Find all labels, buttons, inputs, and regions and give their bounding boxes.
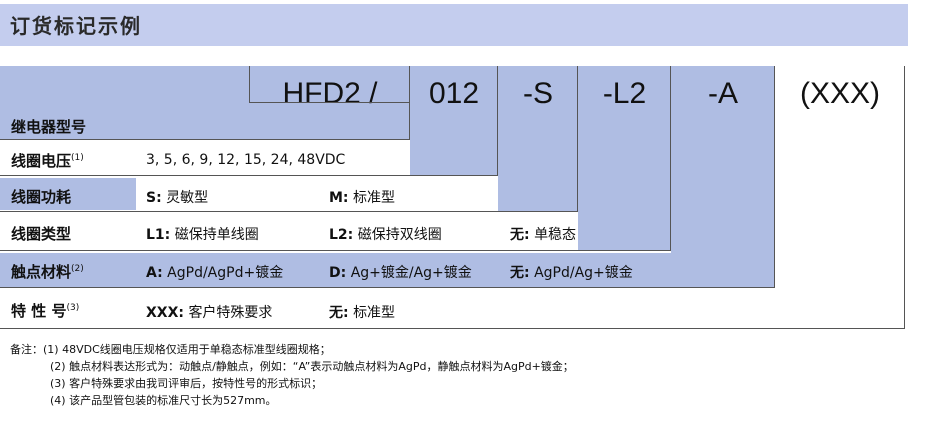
block-voltage xyxy=(410,66,498,175)
divider xyxy=(249,66,250,103)
row-label-coil-power: 线圈功耗 xyxy=(11,188,72,206)
divider xyxy=(497,66,498,175)
footnote-mark: (3) xyxy=(66,303,80,313)
option-value: 标准型 xyxy=(353,305,396,321)
code-voltage: 012 xyxy=(428,77,480,110)
page-title: 订货标记示例 xyxy=(10,14,142,38)
coil-type-option-l1: L1: 磁保持单线圈 xyxy=(146,224,259,244)
option-value: 灵敏型 xyxy=(166,190,209,206)
coil-type-option-l2: L2: 磁保持双线圈 xyxy=(329,224,442,244)
title-bar: 订货标记示例 xyxy=(0,4,908,46)
row-label-contact-material: 触点材料(2) xyxy=(11,261,84,282)
row-label-model: 继电器型号 xyxy=(11,118,87,136)
label-text: 触点材料 xyxy=(11,263,72,281)
label-text: 线圈电压 xyxy=(11,152,72,170)
row-label-special: 特 性 号(3) xyxy=(11,300,79,321)
divider xyxy=(0,175,498,176)
code-l2: -L2 xyxy=(602,77,647,110)
coil-power-option-m: M: 标准型 xyxy=(329,187,395,207)
option-value: 单稳态 xyxy=(534,227,577,243)
note-text: (1) 48VDC线圈电压规格仅适用于单稳态标准型线圈规格； xyxy=(43,343,331,356)
option-key: 无: xyxy=(329,305,349,321)
note-3: (3) 客户特殊要求由我司评审后，按特性号的形式标识； xyxy=(50,377,323,390)
footnote-mark: (1) xyxy=(71,153,84,163)
block-label-material xyxy=(0,253,671,287)
code-a: -A xyxy=(708,77,738,110)
code-base: HFD2 / xyxy=(282,77,378,110)
option-key: A: xyxy=(146,265,163,281)
divider xyxy=(670,66,671,250)
divider xyxy=(249,102,410,103)
footnote-mark: (2) xyxy=(71,264,84,274)
note-4: (4) 该产品型管包装的标准尺寸长为527mm。 xyxy=(50,394,277,407)
special-option-xxx: XXX: 客户特殊要求 xyxy=(146,302,272,322)
note-2: (2) 触点材料表达形式为：动触点/静触点，例如：“A”表示动触点材料为AgPd… xyxy=(50,360,574,373)
coil-type-option-none: 无: 单稳态 xyxy=(510,224,576,244)
divider xyxy=(0,211,578,212)
option-key: L1: xyxy=(146,227,171,243)
option-value: AgPd/Ag+镀金 xyxy=(534,265,633,281)
option-key: D: xyxy=(329,265,347,281)
option-value: AgPd/AgPd+镀金 xyxy=(167,265,284,281)
divider xyxy=(0,328,905,329)
label-text: 特 性 号 xyxy=(11,302,67,320)
note-1: 备注：(1) 48VDC线圈电压规格仅适用于单稳态标准型线圈规格； xyxy=(10,341,574,358)
divider xyxy=(904,66,905,328)
block-s xyxy=(498,66,578,211)
option-key: L2: xyxy=(329,227,354,243)
block-l2 xyxy=(578,66,671,250)
row-label-coil-type: 线圈类型 xyxy=(11,225,72,243)
divider xyxy=(0,139,410,140)
coil-voltage-values: 3, 5, 6, 9, 12, 15, 24, 48VDC xyxy=(146,152,346,168)
divider xyxy=(0,287,775,288)
option-value: 磁保持单线圈 xyxy=(174,227,259,243)
contact-material-option-none: 无: AgPd/Ag+镀金 xyxy=(510,262,633,282)
option-value: 磁保持双线圈 xyxy=(357,227,442,243)
row-label-coil-voltage: 线圈电压(1) xyxy=(11,150,84,171)
contact-material-option-a: A: AgPd/AgPd+镀金 xyxy=(146,262,283,282)
block-a xyxy=(671,66,775,287)
divider xyxy=(577,66,578,211)
special-option-none: 无: 标准型 xyxy=(329,302,395,322)
option-key: 无: xyxy=(510,227,530,243)
block-label-power xyxy=(0,178,136,210)
notes: 备注：(1) 48VDC线圈电压规格仅适用于单稳态标准型线圈规格； (2) 触点… xyxy=(10,341,574,409)
option-key: 无: xyxy=(510,265,530,281)
code-s: -S xyxy=(523,77,553,110)
code-xxx: (XXX) xyxy=(799,77,880,110)
option-value: Ag+镀金/Ag+镀金 xyxy=(350,265,472,281)
divider xyxy=(0,250,671,251)
block-model xyxy=(0,66,410,140)
option-value: 标准型 xyxy=(352,190,395,206)
divider xyxy=(409,66,410,140)
coil-power-option-s: S: 灵敏型 xyxy=(146,187,208,207)
divider xyxy=(774,66,775,287)
option-key: M: xyxy=(329,190,349,206)
option-value: 客户特殊要求 xyxy=(188,305,273,321)
notes-prefix: 备注： xyxy=(10,343,43,356)
option-key: XXX: xyxy=(146,305,184,321)
contact-material-option-d: D: Ag+镀金/Ag+镀金 xyxy=(329,262,472,282)
option-key: S: xyxy=(146,190,162,206)
